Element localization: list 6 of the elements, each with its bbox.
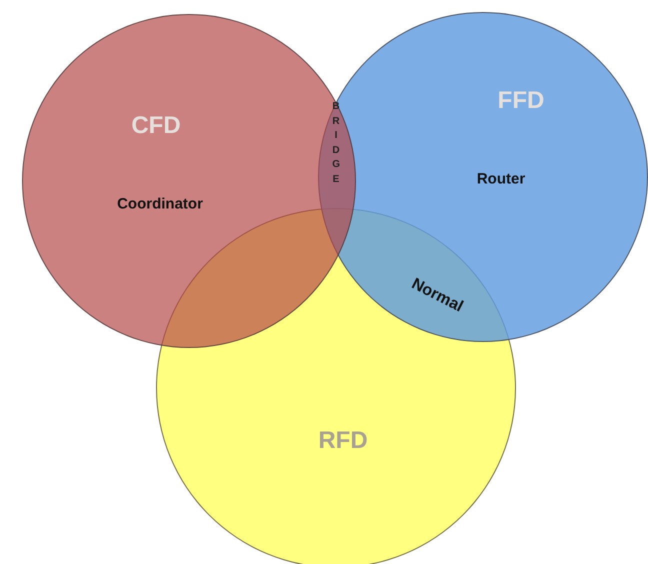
role-label: Router <box>476 170 526 188</box>
region-label: BRIDGE <box>332 100 340 186</box>
set-label: FFD <box>498 87 544 115</box>
set-label: RFD <box>318 427 368 455</box>
role-label: Coordinator <box>117 196 203 212</box>
set-label: CFD <box>131 112 181 140</box>
